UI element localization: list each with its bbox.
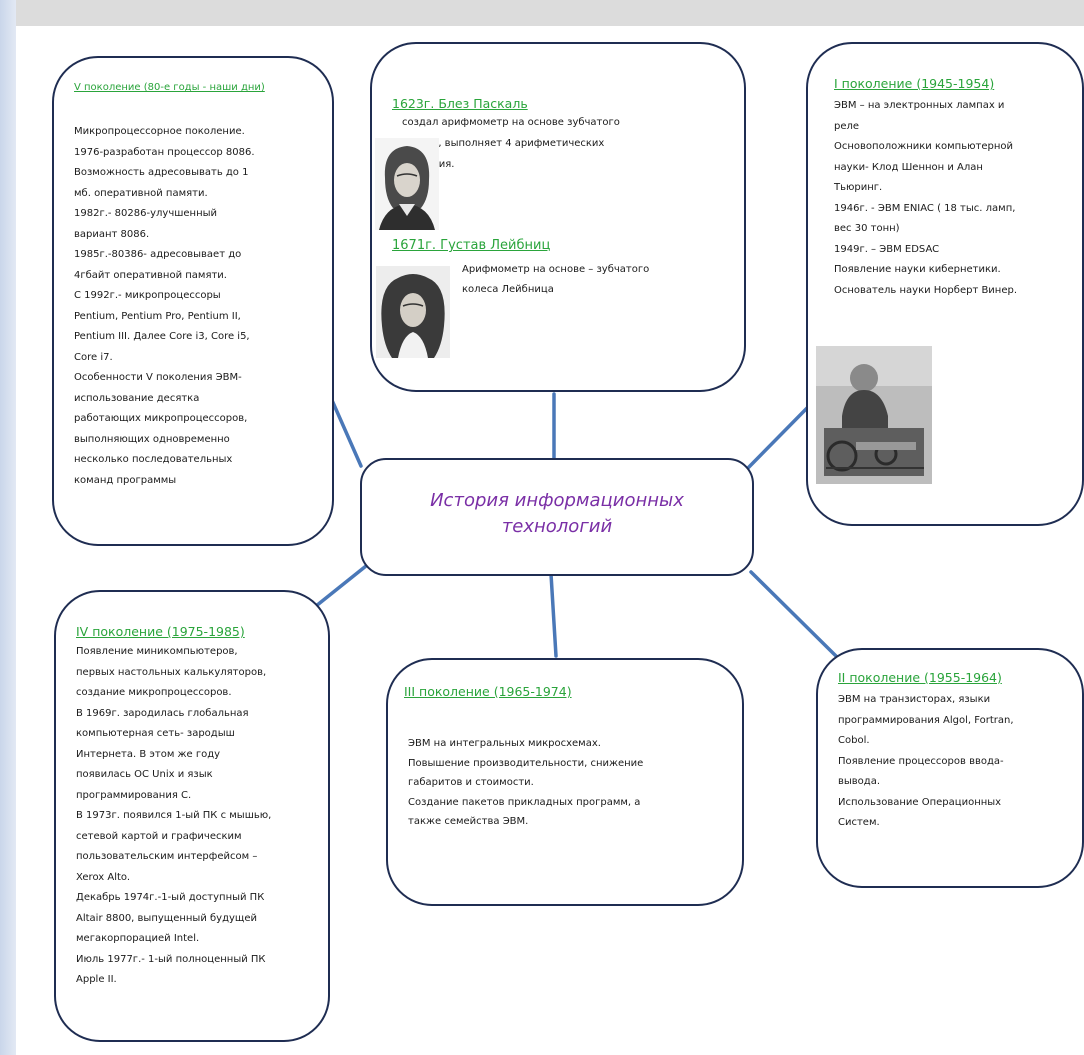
connector-gen5 — [329, 396, 363, 468]
leibniz-text: Арифмометр на основе – зубчатого колеса … — [462, 264, 650, 295]
gen4-heading: IV поколение (1975-1985) — [76, 624, 245, 639]
connector-gen2 — [749, 570, 838, 658]
gen5-text: Микропроцессорное поколение. 1976-разраб… — [74, 126, 255, 486]
gen1-box: I поколение (1945-1954) ЭВМ – на электро… — [806, 42, 1084, 526]
pascal-text: создал арифмометр на основе зубчатого ко… — [402, 117, 620, 170]
leibniz-portrait-icon — [376, 266, 450, 358]
window-top-strip — [0, 0, 1084, 26]
connector-gen1 — [746, 402, 813, 470]
gen2-box: II поколение (1955-1964) ЭВМ на транзист… — [816, 648, 1084, 888]
connector-gen3 — [549, 572, 558, 658]
gen5-box: V поколение (80-е годы - наши дни) Микро… — [52, 56, 334, 546]
leibniz-heading: 1671г. Густав Лейбниц — [392, 238, 551, 253]
center-box: История информационных технологий — [360, 458, 754, 576]
diagram-canvas: V поколение (80-е годы - наши дни) Микро… — [16, 26, 1084, 1055]
gen5-heading: V поколение (80-е годы - наши дни) — [74, 82, 265, 93]
gen3-heading: III поколение (1965-1974) — [404, 684, 572, 699]
computer-photo-icon — [816, 346, 932, 484]
pascal-portrait-icon — [375, 138, 439, 230]
gen4-box: IV поколение (1975-1985) Появление миник… — [54, 590, 330, 1042]
pascal-leibniz-box: 1623г. Блез Паскаль создал арифмометр на… — [370, 42, 746, 392]
gen1-heading: I поколение (1945-1954) — [834, 76, 995, 91]
pascal-heading: 1623г. Блез Паскаль — [392, 96, 528, 111]
gen2-text: ЭВМ на транзисторах, языки программирова… — [838, 694, 1014, 828]
connector-lines — [314, 392, 838, 658]
connector-gen4 — [314, 564, 368, 608]
gen1-text: ЭВМ – на электронных лампах и реле Основ… — [834, 100, 1018, 296]
window-left-strip — [0, 0, 16, 1055]
gen2-heading: II поколение (1955-1964) — [838, 670, 1002, 685]
center-title: История информационных технологий — [430, 490, 684, 537]
gen3-text: ЭВМ на интегральных микросхемах. Повышен… — [408, 738, 644, 827]
gen3-box: III поколение (1965-1974) ЭВМ на интегра… — [386, 658, 744, 906]
gen4-text: Появление миникомпьютеров, первых настол… — [76, 646, 272, 985]
